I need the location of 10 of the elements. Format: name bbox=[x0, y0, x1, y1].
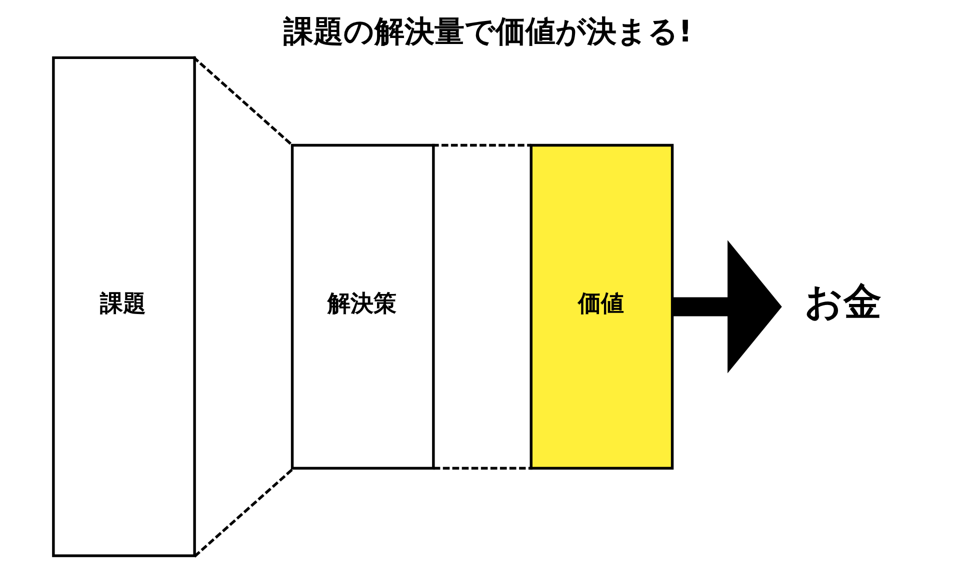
node-box: 解決策 bbox=[290, 144, 435, 470]
node-box: 価値 bbox=[530, 144, 674, 470]
node-box: 課題 bbox=[52, 56, 196, 558]
arrow bbox=[672, 240, 782, 374]
node-text: お金 bbox=[804, 280, 882, 324]
connector bbox=[433, 466, 532, 470]
connector bbox=[192, 56, 294, 146]
diagram-title: 課題の解決量で価値が決まる! bbox=[283, 14, 692, 50]
connector bbox=[432, 144, 532, 147]
connector bbox=[194, 467, 295, 558]
